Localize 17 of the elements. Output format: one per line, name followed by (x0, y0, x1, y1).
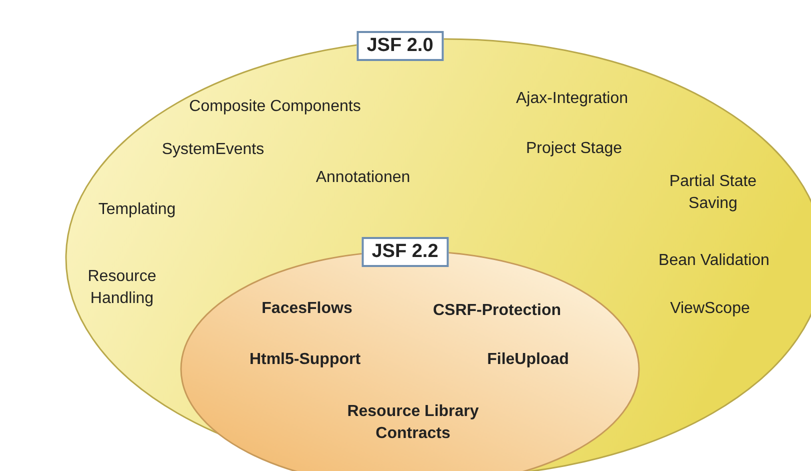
feature-label: Annotationen (316, 168, 410, 188)
feature-label: Resource Library Contracts (346, 402, 480, 444)
version-heading: JSF 2.2 (362, 237, 448, 267)
feature-label: FileUpload (487, 350, 569, 370)
feature-label: Html5-Support (249, 350, 361, 370)
feature-label: Partial State Saving (668, 172, 758, 214)
feature-label: Ajax-Integration (516, 89, 628, 109)
feature-label: Bean Validation (658, 251, 770, 271)
feature-label: Resource Handling (86, 267, 158, 309)
feature-label: SystemEvents (162, 140, 264, 160)
feature-label: ViewScope (670, 299, 750, 319)
version-heading: JSF 2.0 (356, 31, 444, 61)
feature-label: Composite Components (189, 97, 361, 117)
feature-label: Templating (98, 200, 176, 220)
feature-label: FacesFlows (262, 299, 352, 319)
feature-label: Project Stage (526, 139, 622, 159)
feature-label: CSRF-Protection (433, 301, 561, 321)
